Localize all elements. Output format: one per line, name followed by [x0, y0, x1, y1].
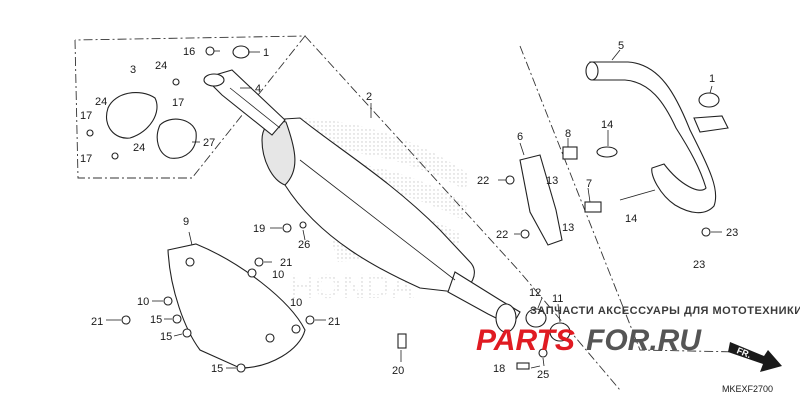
screw-17 [172, 78, 180, 86]
screw-15-b [182, 328, 192, 338]
callout-10: 10 [137, 296, 149, 308]
frame-header-group [519, 45, 741, 353]
collar-10-top [247, 268, 257, 278]
clamp-8 [562, 146, 578, 160]
tail-cap [106, 92, 158, 139]
callout-24: 24 [155, 60, 167, 72]
callout-3: 3 [130, 64, 136, 76]
watermark-brand-dark: FOR.RU [586, 324, 702, 357]
callout-5: 5 [618, 40, 624, 52]
washer-26 [299, 221, 307, 229]
gasket-top-right [698, 92, 720, 108]
callout-17: 17 [172, 97, 184, 109]
callout-7: 7 [586, 178, 592, 190]
watermark-brand-red: PARTS [476, 324, 575, 357]
front-direction-arrow: FR. [728, 342, 782, 372]
callout-23: 23 [693, 259, 705, 271]
callout-1: 1 [709, 73, 715, 85]
callout-19: 19 [253, 223, 265, 235]
collar-10-left [163, 296, 173, 306]
gasket-12 [525, 308, 547, 328]
callout-10: 10 [290, 297, 302, 309]
screw-15-c [236, 363, 246, 373]
callout-21: 21 [328, 316, 340, 328]
callout-25: 25 [537, 369, 549, 381]
screw-17 [86, 129, 94, 137]
callout-17: 17 [80, 153, 92, 165]
bolt-22-bottom [520, 229, 530, 239]
screw-21-right [305, 315, 315, 325]
screw-17 [111, 152, 119, 160]
callout-21: 21 [280, 257, 292, 269]
callout-15: 15 [160, 331, 172, 343]
diagram-code: MKEXF2700 [722, 384, 773, 394]
bolt-18 [516, 362, 530, 370]
callout-13: 13 [546, 175, 558, 187]
callout-24: 24 [133, 142, 145, 154]
tail-cap-inner [156, 118, 197, 159]
callout-12: 12 [529, 287, 541, 299]
callout-26: 26 [298, 239, 310, 251]
callout-8: 8 [565, 128, 571, 140]
header-pipe [585, 61, 729, 214]
callout-15: 15 [211, 363, 223, 375]
callout-27: 27 [203, 137, 215, 149]
clamp-14 [596, 146, 618, 158]
guard-hole [185, 257, 195, 267]
callout-1: 1 [263, 47, 269, 59]
gasket-top-left [232, 45, 250, 59]
frame-heat-guard-group [74, 35, 306, 179]
callout-11: 11 [552, 293, 563, 305]
callout-labels: 1 1 2 3 4 5 6 7 8 9 10 10 10 11 12 13 13… [80, 40, 738, 381]
stud-14 [619, 189, 656, 201]
ring-11 [549, 322, 571, 342]
callout-16: 16 [183, 46, 195, 58]
callout-15: 15 [150, 314, 162, 326]
bracket-7 [584, 201, 602, 213]
screw-15-a [172, 314, 182, 324]
callout-2: 2 [366, 91, 372, 103]
tail-pipe [203, 69, 286, 136]
frame-muffler-group [304, 35, 621, 391]
bolt-22-top [505, 175, 515, 185]
callout-21: 21 [91, 316, 103, 328]
watermark-tagline: ЗАПЧАСТИ АКСЕССУАРЫ ДЛЯ МОТОТЕХНИКИ [530, 305, 800, 317]
screw-21-top [254, 257, 264, 267]
collar-10-right [291, 324, 301, 334]
screw-21-left [121, 315, 131, 325]
callout-23: 23 [726, 227, 738, 239]
callout-14: 14 [625, 213, 637, 225]
guard-hole [265, 333, 275, 343]
callout-18: 18 [493, 363, 505, 375]
callout-6: 6 [517, 131, 523, 143]
watermark: ЗАПЧАСТИ АКСЕССУАРЫ ДЛЯ МОТОТЕХНИКИ PART… [476, 305, 800, 357]
washer-25 [538, 348, 548, 358]
bolt-20 [397, 333, 407, 349]
callout-24: 24 [95, 96, 107, 108]
callout-20: 20 [392, 365, 404, 377]
callout-9: 9 [183, 216, 189, 228]
callout-14: 14 [601, 119, 613, 131]
callout-4: 4 [255, 83, 261, 95]
callout-17: 17 [80, 110, 92, 122]
header-guard [519, 154, 563, 246]
callout-13: 13 [562, 222, 574, 234]
bolt-23 [701, 227, 711, 237]
bolt-16 [205, 46, 215, 56]
callout-22: 22 [477, 175, 489, 187]
leader-lines [106, 49, 722, 369]
callout-10: 10 [272, 269, 284, 281]
callout-22: 22 [496, 229, 508, 241]
bolt-19 [282, 223, 292, 233]
